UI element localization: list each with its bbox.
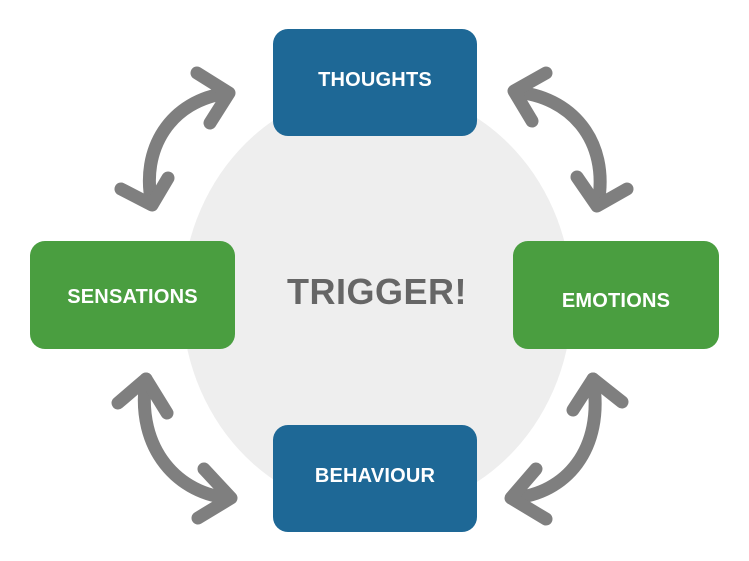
arrow-curve <box>508 85 607 211</box>
arrow-thoughts-emotions <box>507 66 634 213</box>
arrow-head-up <box>190 66 236 130</box>
node-sensations: SENSATIONS <box>30 241 235 349</box>
arrow-head-down <box>504 462 553 526</box>
node-thoughts: THOUGHTS <box>273 29 477 136</box>
arrow-curve <box>506 372 602 505</box>
arrow-head-up <box>507 66 553 128</box>
node-thoughts-label: THOUGHTS <box>318 69 432 91</box>
arrow-behaviour-sensations <box>111 372 238 525</box>
node-sensations-label: SENSATIONS <box>67 285 198 308</box>
arrow-head-down <box>114 171 175 212</box>
node-emotions: EMOTIONS <box>513 241 719 349</box>
arrow-head-up <box>111 372 174 420</box>
arrow-sensations-thoughts <box>114 66 236 212</box>
arrow-curve <box>137 372 237 505</box>
node-emotions-label: EMOTIONS <box>561 289 671 312</box>
arrow-head-down <box>570 170 634 213</box>
node-behaviour-label: BEHAVIOUR <box>314 465 436 487</box>
node-behaviour: BEHAVIOUR <box>273 425 477 532</box>
arrow-head-up <box>566 372 629 417</box>
arrow-head-down <box>191 462 238 525</box>
trigger-label: TRIGGER! <box>287 271 467 312</box>
arrow-emotions-behaviour <box>504 372 629 526</box>
arrow-curve <box>142 86 235 211</box>
